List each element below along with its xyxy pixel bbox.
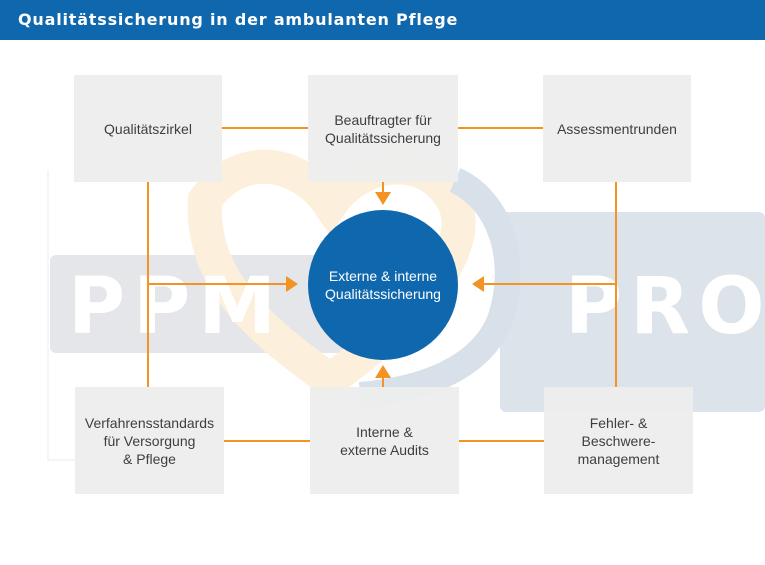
node-bottom-left: Verfahrensstandards für Versorgung & Pfl… [75, 387, 224, 494]
watermark-text-left: PPM [68, 262, 284, 352]
node-bottom-right: Fehler- & Beschwere- management [544, 387, 693, 494]
arrow-head-left [472, 276, 484, 292]
header-bar: Qualitätssicherung in der ambulanten Pfl… [0, 0, 765, 40]
node-bottom-center: Interne & externe Audits [310, 387, 459, 494]
node-top-left: Qualitätszirkel [74, 75, 222, 182]
page-title: Qualitätssicherung in der ambulanten Pfl… [18, 10, 459, 29]
node-top-right: Assessmentrunden [543, 75, 691, 182]
arrow-head-right [286, 276, 298, 292]
node-top-center: Beauftragter für Qualitätssicherung [308, 75, 458, 182]
center-node: Externe & interne Qualitätssicherung [308, 210, 458, 360]
watermark-text-right: PRO [565, 262, 765, 352]
arrow-head-down [375, 192, 391, 205]
arrow-head-up [375, 365, 391, 378]
